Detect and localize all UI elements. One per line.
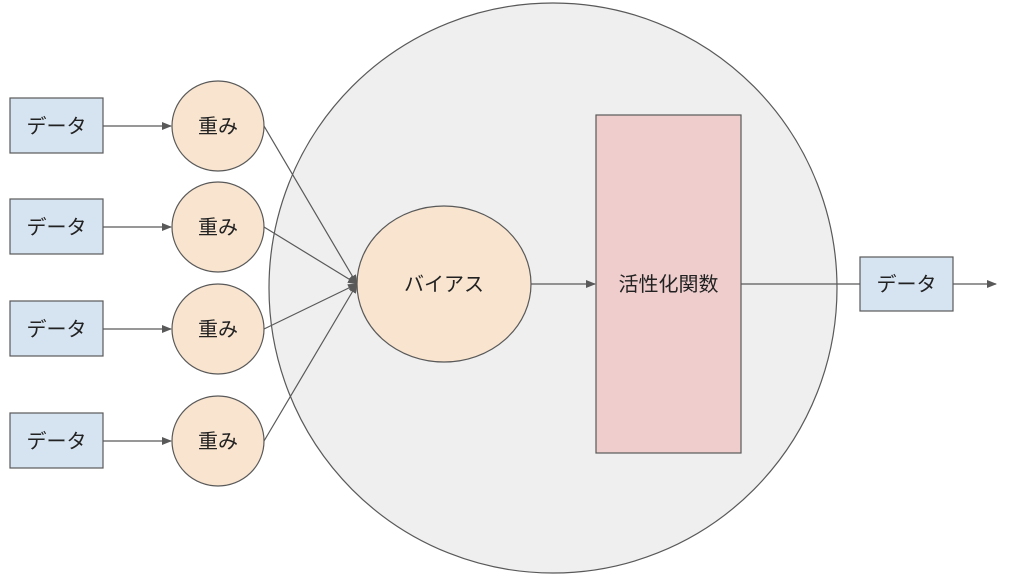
input-row-4: データ: [9, 412, 104, 469]
bias-label: バイアス: [404, 272, 484, 296]
input-data-label: データ: [27, 317, 87, 341]
activation-node: 活性化関数: [595, 114, 742, 454]
input-data-box: [9, 198, 104, 255]
arrow-weight-to-bias: [263, 283, 358, 442]
input-data-box: [9, 412, 104, 469]
activation-box: [595, 114, 742, 454]
weight-node-2: 重み: [171, 181, 265, 273]
input-data-label: データ: [27, 215, 87, 239]
output-node: データ: [859, 256, 954, 312]
input-row-3: データ: [9, 300, 104, 357]
input-row-2: データ: [9, 198, 104, 255]
weight-node-3: 重み: [171, 283, 265, 375]
arrow-weight-to-bias: [263, 226, 358, 285]
activation-label: 活性化関数: [619, 272, 719, 296]
bias-node: バイアス: [356, 205, 532, 363]
input-data-box: [9, 97, 104, 154]
arrow-weight-to-bias: [263, 125, 358, 285]
weight-label: 重み: [198, 215, 238, 239]
weight-label: 重み: [198, 114, 238, 138]
weight-label: 重み: [198, 317, 238, 341]
input-data-box: [9, 300, 104, 357]
input-row-1: データ: [9, 97, 104, 154]
input-data-label: データ: [27, 114, 87, 138]
weight-node-4: 重み: [171, 395, 265, 487]
arrow-weight-to-bias: [263, 283, 358, 330]
input-data-label: データ: [27, 429, 87, 453]
weight-node-1: 重み: [171, 80, 265, 172]
output-data-label: データ: [877, 272, 937, 296]
weight-label: 重み: [198, 429, 238, 453]
output-data-box: [859, 256, 954, 312]
